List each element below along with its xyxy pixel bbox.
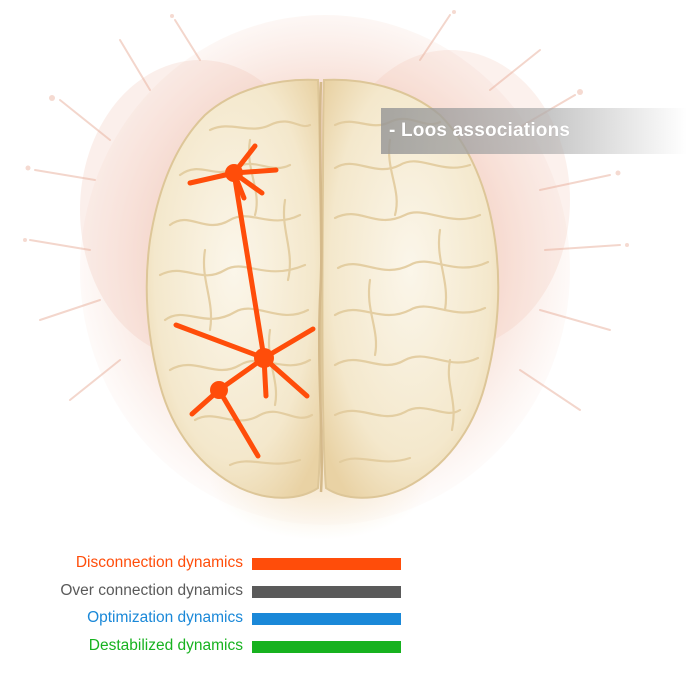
legend-swatch [252,613,401,625]
title-banner: - Loos associations [381,108,687,154]
legend-label: Destabilized dynamics [88,637,243,654]
connection-node-1 [225,164,243,182]
connection-node-3 [210,381,228,399]
legend-swatch [252,558,401,570]
legend-item-optimization: Optimization dynamics [0,608,410,628]
legend-label: Disconnection dynamics [75,554,243,571]
legend-swatch [252,586,401,598]
connection-line-1 [231,170,267,361]
network-nodes [210,164,274,399]
legend-label: Optimization dynamics [87,609,243,626]
legend-label: Over connection dynamics [60,582,243,599]
legend-item-destabilized: Destabilized dynamics [0,636,410,656]
connection-node-2 [254,348,274,368]
legend-item-over-connection: Over connection dynamics [0,581,410,601]
legend-swatch [252,641,401,653]
legend-item-disconnection: Disconnection dynamics [0,553,410,573]
longitudinal-fissure [318,81,323,493]
figure-title: - Loos associations [389,120,571,141]
